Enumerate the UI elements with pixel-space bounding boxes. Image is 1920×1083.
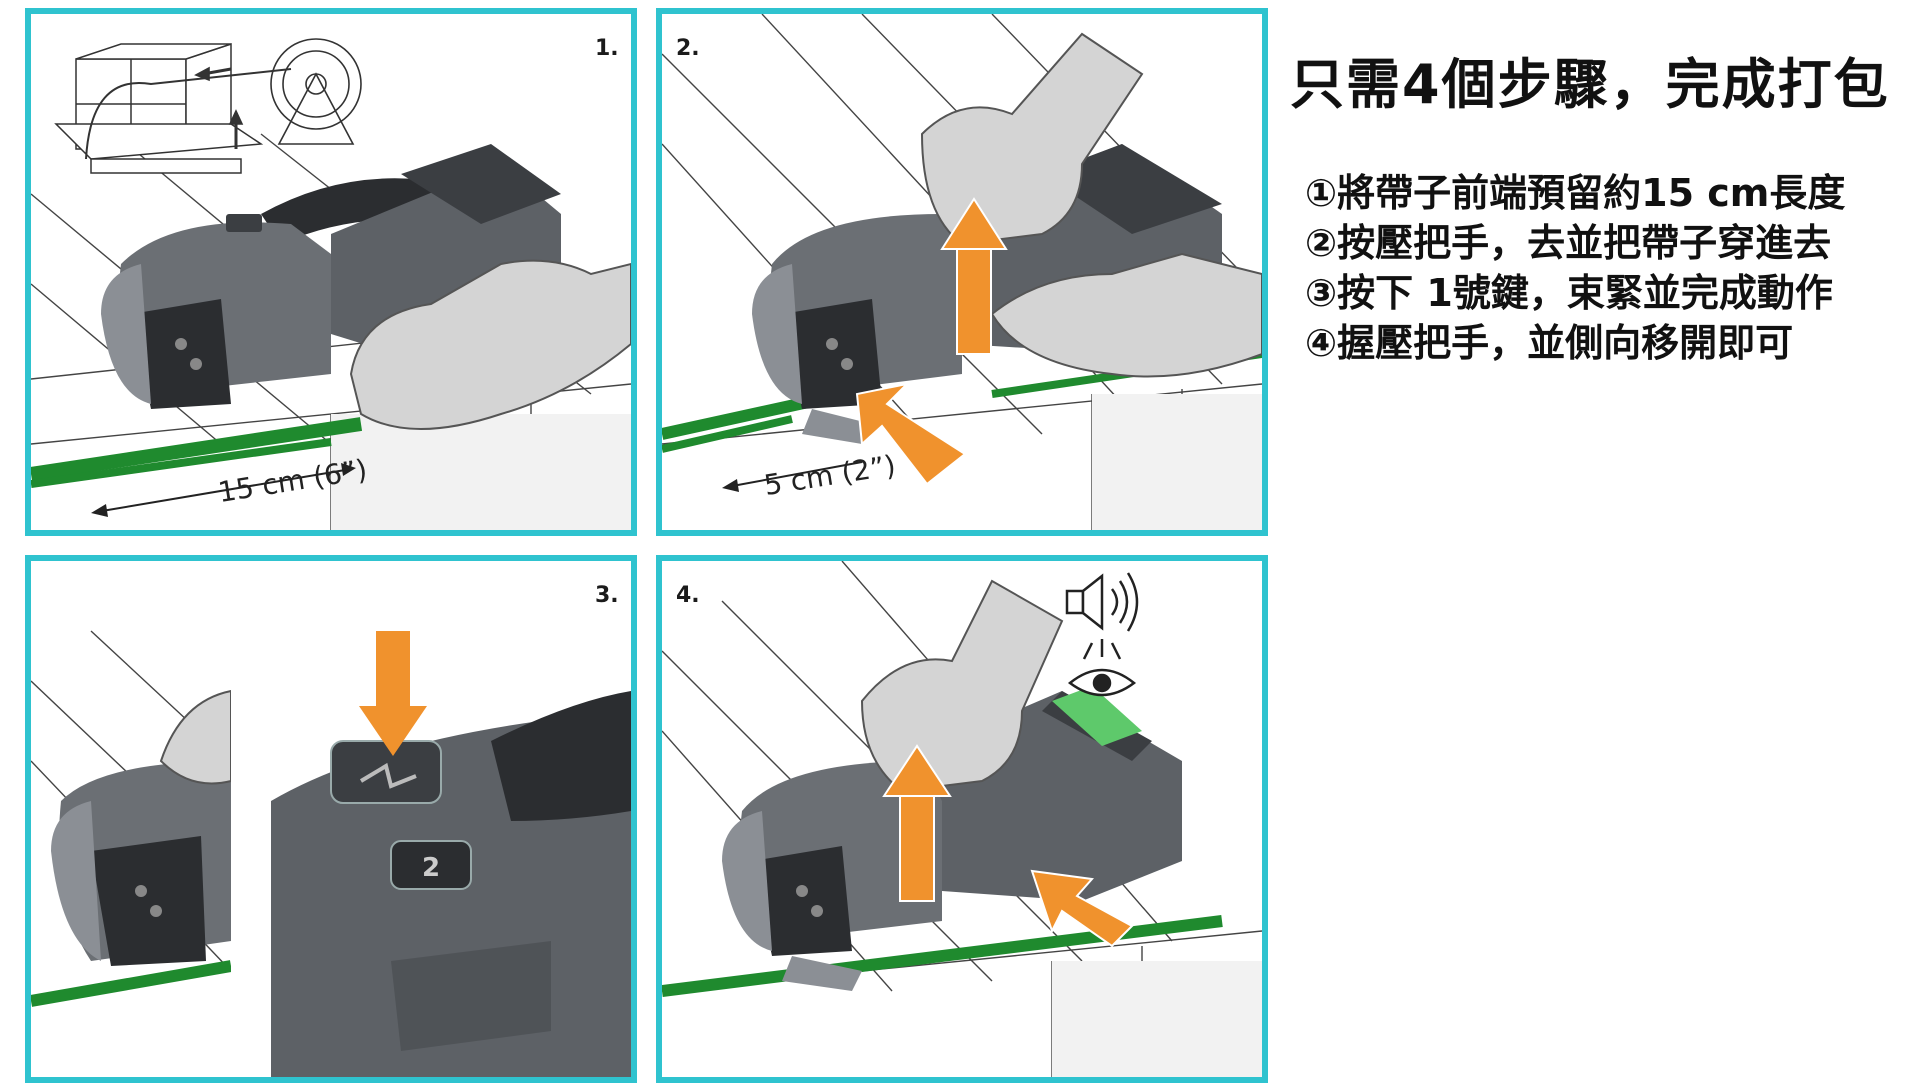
strapping-tool-icon (101, 144, 561, 409)
step-4-number: 4. (676, 583, 700, 608)
step-4-illustration (662, 561, 1262, 1077)
led-indicator (1052, 686, 1142, 746)
strap-coil-icon (194, 38, 362, 149)
button-1-icon (330, 740, 442, 804)
gloved-hand-icon (159, 689, 232, 785)
step-1-number: 1. (595, 36, 619, 61)
step-panel-4: 4. (656, 555, 1268, 1083)
svg-text:2: 2 (422, 853, 440, 883)
arrow-diagonal-icon (1030, 869, 1134, 948)
pallet-icon (54, 42, 264, 174)
step-panel-1: 1. 15 cm (6”) (25, 8, 637, 536)
step-1-illustration (31, 38, 631, 530)
step-panel-2: 2. 5 cm (2”) (656, 8, 1268, 536)
step-3-illustration: 2 (31, 561, 631, 1077)
button-zoom-view: 2 (271, 691, 631, 1077)
step-item-4: ④握壓把手，並側向移開即可 (1305, 321, 1794, 365)
gloved-hand-icon (349, 259, 631, 430)
page-title: 只需4個步驟，完成打包 (1290, 53, 1890, 116)
arrow-diagonal-icon (855, 382, 967, 486)
arrow-up-icon (940, 197, 1008, 355)
step-panel-3: 2 3. (25, 555, 637, 1083)
step-item-2: ②按壓把手，去並把帶子穿進去 (1305, 221, 1832, 265)
gloved-hand-icon (920, 32, 1144, 246)
step-2-illustration (662, 14, 1262, 530)
arrow-down-icon (359, 631, 427, 756)
arrow-up-icon (882, 744, 952, 902)
step-item-3: ③按下 1號鍵，束緊並完成動作 (1305, 271, 1833, 315)
button-2-icon: 2 (390, 840, 472, 890)
speaker-icon (1065, 572, 1139, 632)
gloved-hand-icon (860, 579, 1064, 793)
steps-list: ①將帶子前端預留約15 cm長度 ②按壓把手，去並把帶子穿進去 ③按下 1號鍵，… (1305, 168, 1845, 368)
step-item-1: ①將帶子前端預留約15 cm長度 (1305, 171, 1846, 215)
strapping-tool-icon (51, 761, 231, 966)
step-3-number: 3. (595, 583, 619, 608)
gloved-hand-icon-lower (990, 252, 1262, 378)
step-2-number: 2. (676, 36, 700, 61)
eye-icon (1067, 639, 1137, 697)
